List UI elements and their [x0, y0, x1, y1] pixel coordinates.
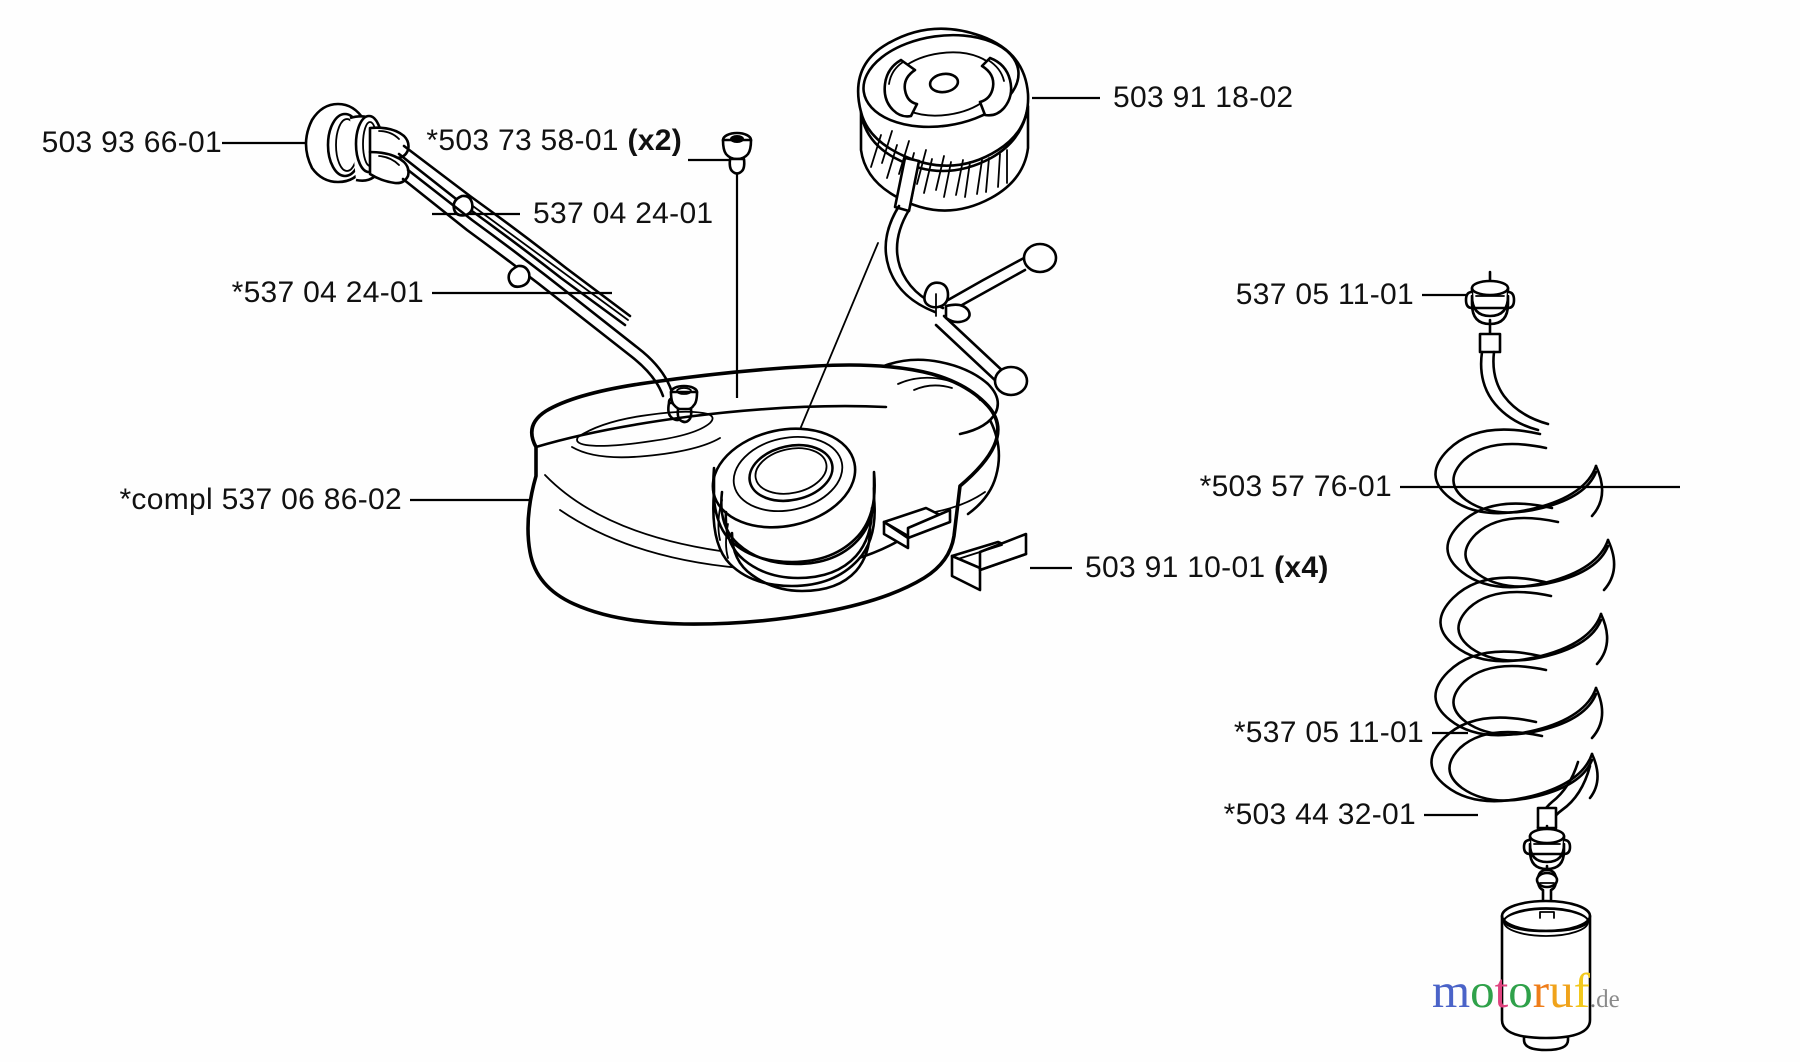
watermark-letter: r [1532, 963, 1550, 1018]
callout-tank-vent-grommet: 503 93 66-01 [42, 128, 222, 158]
watermark-letter: t [1494, 963, 1509, 1018]
callout-tank-complete: *compl 537 06 86-02 [119, 485, 402, 515]
rubber-mount-on-tank [882, 506, 952, 550]
motoruf-watermark: motoruf.de [1432, 966, 1620, 1015]
fuel-hose-upper [397, 144, 632, 327]
callout-qty: (x4) [1274, 551, 1329, 584]
callout-text: 537 04 24-01 [533, 197, 714, 230]
callout-fuel-filter: *503 44 32-01 [1224, 800, 1416, 830]
callout-text: *compl 537 06 86-02 [119, 483, 402, 516]
watermark-dot: . [1589, 986, 1597, 1013]
callout-fuel-cap: 503 91 18-02 [1113, 83, 1293, 113]
watermark-letter: o [1508, 963, 1533, 1018]
callout-text: *503 73 58-01 [426, 124, 619, 157]
callout-text: *503 44 32-01 [1223, 798, 1416, 831]
watermark-tld: de [1596, 986, 1620, 1013]
callout-text: *537 04 24-01 [231, 276, 424, 309]
callout-hose-clamp-top: 537 05 11-01 [1236, 280, 1414, 310]
callout-rubber-mount: 503 91 10-01 (x4) [1085, 553, 1329, 583]
callout-text: *537 05 11-01 [1233, 716, 1424, 749]
fuel-tank-body [526, 358, 1001, 626]
callout-fuel-hose-lower: *537 04 24-01 [232, 278, 424, 308]
callout-text: *503 57 76-01 [1199, 470, 1392, 503]
watermark-letter: m [1432, 963, 1471, 1018]
tank-filler-neck [711, 427, 876, 593]
coiled-fuel-line [1430, 332, 1616, 840]
cap-retainer-bracket [884, 204, 1058, 397]
callout-text: 503 93 66-01 [41, 126, 222, 159]
fuel-cap-part [856, 27, 1030, 213]
watermark-letter: u [1549, 963, 1574, 1018]
plug-bung-part [721, 131, 753, 175]
callout-text: 537 05 11-01 [1235, 278, 1414, 311]
callout-hose-clamp-bottom: *537 05 11-01 [1234, 718, 1424, 748]
watermark-letter: o [1470, 963, 1495, 1018]
rubber-mount-detached [950, 532, 1028, 592]
watermark-letter: f [1573, 963, 1590, 1018]
callout-plug-bung: *503 73 58-01 (x2) [426, 126, 682, 156]
hose-clamp-bottom [1522, 824, 1572, 878]
fuel-filter-part [1500, 868, 1592, 1052]
vent-fitting-part [304, 102, 410, 185]
hose-clamp-top [1464, 270, 1516, 338]
callout-text: 503 91 10-01 [1085, 551, 1266, 584]
callout-text: 503 91 18-02 [1113, 81, 1294, 114]
callout-qty: (x2) [627, 124, 682, 157]
callout-fuel-hose-upper: 537 04 24-01 [533, 199, 713, 229]
callout-coiled-fuel-line: *503 57 76-01 [1200, 472, 1392, 502]
